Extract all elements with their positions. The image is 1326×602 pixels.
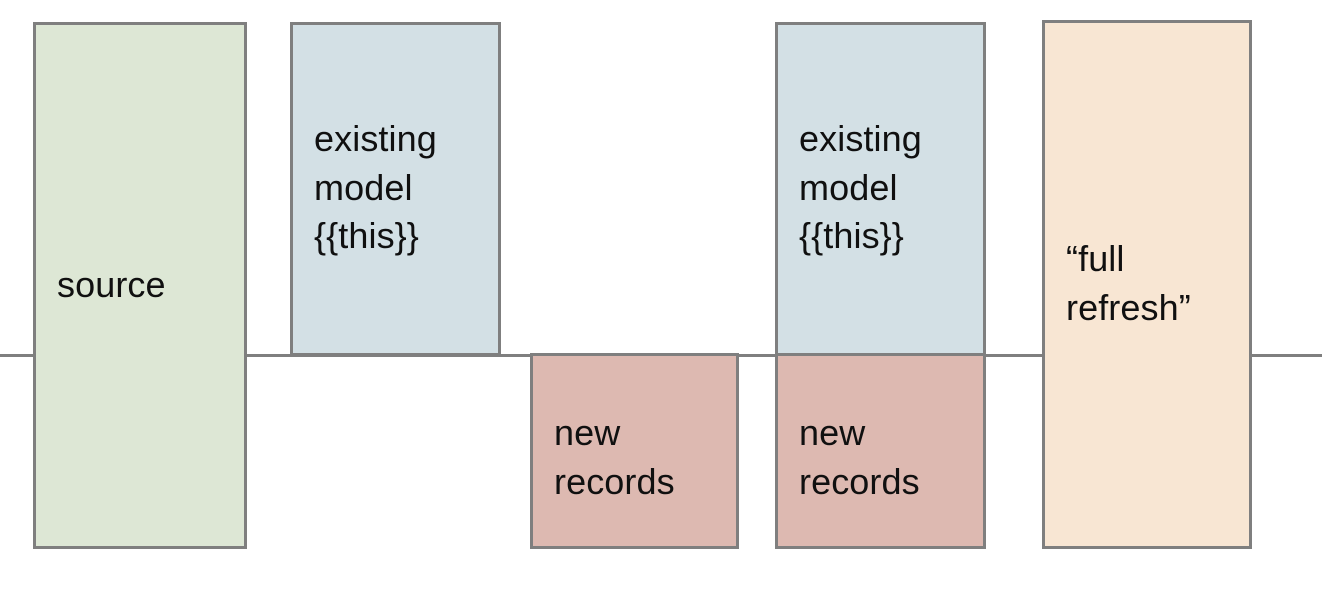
- box-new-records-2-label: new records: [799, 412, 920, 502]
- box-existing-model-1-label: existing model {{this}}: [314, 118, 437, 257]
- box-full-refresh[interactable]: “full refresh”: [1042, 20, 1252, 549]
- box-source-label: source: [57, 264, 166, 306]
- box-existing-model-1[interactable]: existing model {{this}}: [290, 22, 501, 356]
- box-new-records-2[interactable]: new records: [775, 353, 986, 549]
- box-existing-model-2[interactable]: existing model {{this}}: [775, 22, 986, 356]
- box-new-records-1-label: new records: [554, 412, 675, 502]
- box-existing-model-2-label: existing model {{this}}: [799, 118, 922, 257]
- box-new-records-1[interactable]: new records: [530, 353, 739, 549]
- box-full-refresh-label: “full refresh”: [1066, 238, 1191, 328]
- box-source[interactable]: source: [33, 22, 247, 549]
